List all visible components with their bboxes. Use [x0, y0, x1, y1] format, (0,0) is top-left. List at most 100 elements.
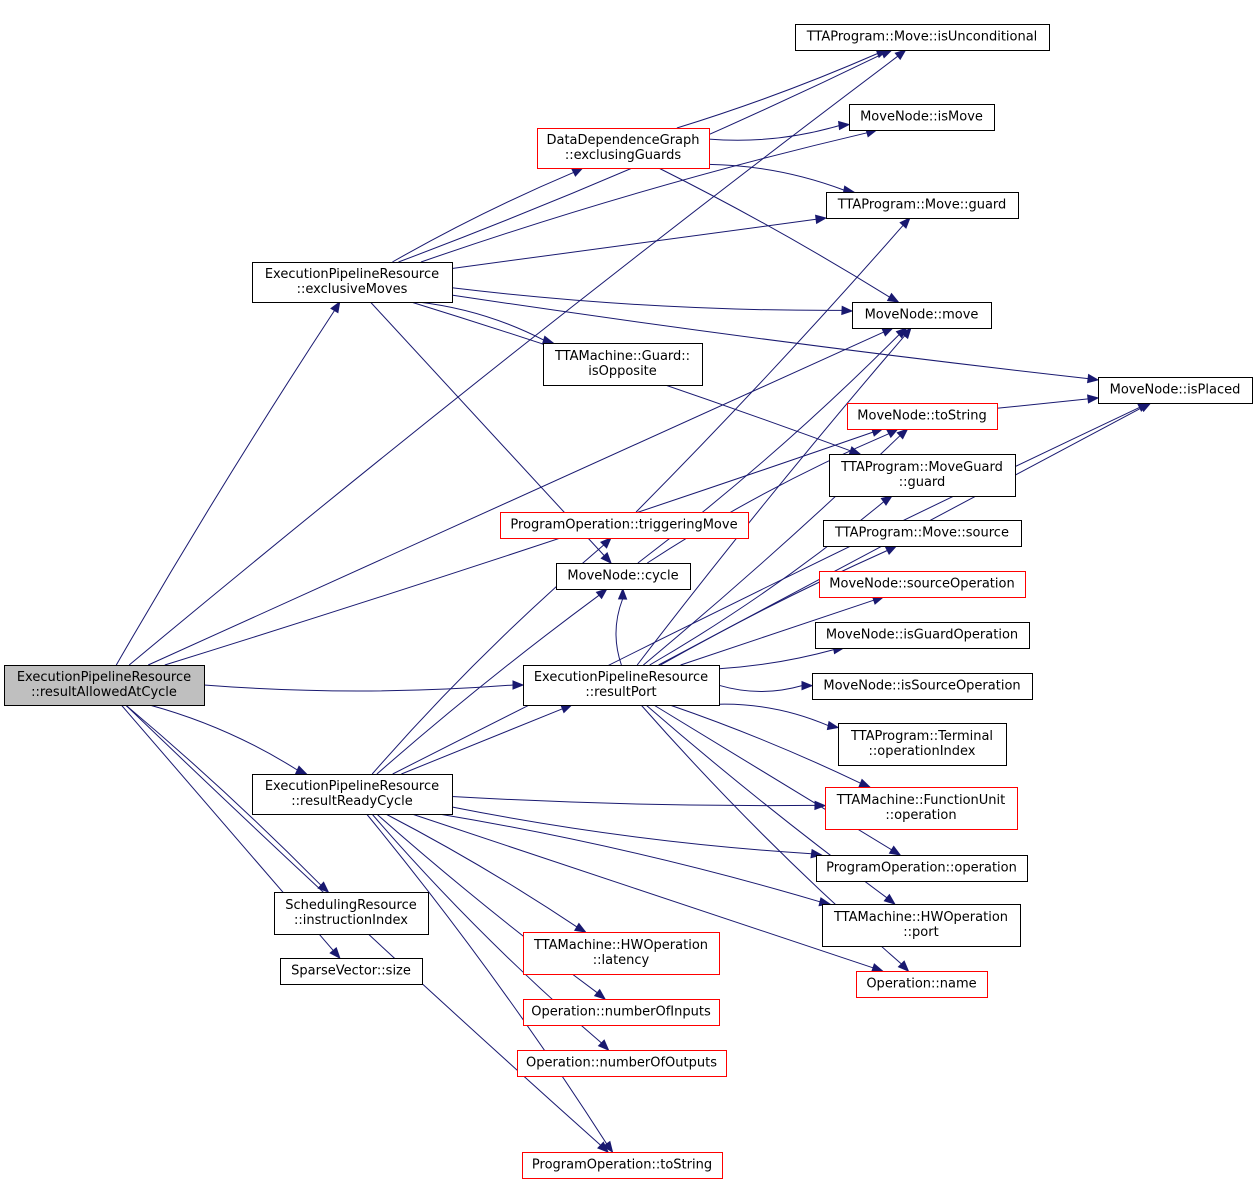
node-label-resultReadyCycle-line-2: ::resultReadyCycle — [291, 794, 412, 809]
node-label-mgGuard-line-1: TTAProgram::MoveGuard — [840, 460, 1003, 475]
arrowhead-resultReadyCycle-to-numInputs — [593, 988, 607, 1000]
node-label-operationIndex-line-1: TTAProgram::Terminal — [850, 729, 993, 744]
node-mnMove[interactable]: MoveNode::move — [852, 302, 992, 329]
node-box-triggeringMove — [500, 512, 749, 539]
arrowhead-root-to-mnMove — [881, 327, 895, 337]
node-poOperation[interactable]: ProgramOperation::operation — [816, 855, 1028, 882]
node-isSourceOperation[interactable]: MoveNode::isSourceOperation — [812, 673, 1033, 700]
edge-triggeringMove-to-moveGuard — [635, 224, 904, 513]
node-box-isUnconditional — [795, 24, 1050, 51]
arrowhead-root-to-instructionIndex — [317, 881, 330, 893]
node-box-moveGuard — [826, 192, 1019, 219]
edge-resultPort-to-fuOperation — [669, 704, 861, 784]
node-box-numInputs — [523, 999, 720, 1026]
node-instructionIndex[interactable]: SchedulingResource::instructionIndex — [274, 892, 429, 935]
node-isGuardOperation[interactable]: MoveNode::isGuardOperation — [815, 622, 1030, 649]
node-box-isOpposite — [543, 343, 703, 386]
node-sourceOperation[interactable]: MoveNode::sourceOperation — [819, 571, 1026, 598]
edge-root-to-mnMove — [147, 331, 884, 666]
node-label-isOpposite-line-1: TTAMachine::Guard:: — [554, 349, 690, 364]
edge-exclusingGuards-to-isMove — [708, 125, 840, 141]
node-exclusingGuards[interactable]: DataDependenceGraph::exclusingGuards — [537, 128, 710, 169]
node-mnCycle[interactable]: MoveNode::cycle — [556, 563, 691, 590]
node-label-hwPort-line-2: ::port — [903, 925, 938, 940]
arrowhead-resultPort-to-mnMove — [900, 326, 912, 340]
node-label-instructionIndex-line-1: SchedulingResource — [285, 898, 416, 913]
edge-resultReadyCycle-to-opName — [411, 813, 874, 969]
node-label-mnMove-line-1: MoveNode::move — [865, 308, 979, 323]
edge-resultReadyCycle-to-isPlaced — [392, 406, 1140, 775]
node-label-isGuardOperation-line-1: MoveNode::isGuardOperation — [826, 628, 1018, 643]
edge-root-to-isUnconditional — [128, 55, 899, 666]
node-box-isSourceOperation — [812, 673, 1033, 700]
node-svSize[interactable]: SparseVector::size — [280, 958, 423, 985]
edge-resultPort-to-moveSource — [660, 550, 888, 666]
arrowhead-exclusiveMoves-to-isPlaced — [1087, 373, 1100, 384]
node-isMove[interactable]: MoveNode::isMove — [849, 104, 995, 131]
edge-mnCycle-to-mnToString — [647, 433, 890, 564]
node-isPlaced[interactable]: MoveNode::isPlaced — [1098, 377, 1253, 404]
node-label-isSourceOperation-line-1: MoveNode::isSourceOperation — [823, 679, 1020, 694]
node-poToString[interactable]: ProgramOperation::toString — [522, 1152, 723, 1179]
node-numOutputs[interactable]: Operation::numberOfOutputs — [517, 1050, 727, 1077]
node-resultPort[interactable]: ExecutionPipelineResource::resultPort — [523, 665, 720, 706]
node-box-exclusingGuards — [537, 128, 710, 169]
edge-resultPort-to-operationIndex — [718, 703, 829, 727]
arrowhead-resultPort-to-mnToString — [896, 428, 909, 440]
node-triggeringMove[interactable]: ProgramOperation::triggeringMove — [500, 512, 749, 539]
node-label-isOpposite-line-2: isOpposite — [588, 364, 657, 379]
node-isOpposite[interactable]: TTAMachine::Guard::isOpposite — [543, 343, 703, 386]
edge-root-to-resultReadyCycle — [149, 704, 298, 771]
node-resultReadyCycle[interactable]: ExecutionPipelineResource::resultReadyCy… — [252, 774, 453, 815]
node-moveSource[interactable]: TTAProgram::Move::source — [823, 520, 1022, 547]
node-hwLatency[interactable]: TTAMachine::HWOperation::latency — [523, 932, 720, 975]
node-fuOperation[interactable]: TTAMachine::FunctionUnit::operation — [825, 787, 1018, 830]
node-hwPort[interactable]: TTAMachine::HWOperation::port — [822, 904, 1021, 947]
node-label-fuOperation-line-2: ::operation — [885, 808, 956, 823]
node-label-sourceOperation-line-1: MoveNode::sourceOperation — [829, 577, 1014, 592]
node-label-poToString-line-1: ProgramOperation::toString — [532, 1158, 712, 1173]
arrowhead-resultPort-to-operationIndex — [826, 720, 840, 731]
edge-resultPort-to-mnMove — [636, 335, 905, 666]
node-box-resultPort — [523, 665, 720, 706]
edge-root-to-exclusiveMoves — [115, 310, 335, 666]
node-box-numOutputs — [517, 1050, 727, 1077]
arrowhead-resultPort-to-opName — [897, 960, 910, 972]
node-exclusiveMoves[interactable]: ExecutionPipelineResource::exclusiveMove… — [252, 262, 453, 303]
node-box-isMove — [849, 104, 995, 131]
node-label-hwPort-line-1: TTAMachine::HWOperation — [833, 910, 1008, 925]
node-label-operationIndex-line-2: ::operationIndex — [869, 744, 976, 759]
node-label-instructionIndex-line-2: ::instructionIndex — [294, 913, 408, 928]
edge-resultReadyCycle-to-poToString — [366, 813, 608, 1145]
arrowhead-resultReadyCycle-to-poToString — [602, 1140, 614, 1154]
edge-resultReadyCycle-to-fuOperation — [451, 796, 816, 807]
edge-resultReadyCycle-to-mnCycle — [376, 594, 600, 775]
node-mgGuard[interactable]: TTAProgram::MoveGuard::guard — [829, 454, 1016, 497]
node-opName[interactable]: Operation::name — [856, 971, 988, 998]
edge-resultReadyCycle-to-hwPort — [438, 813, 821, 903]
node-mnToString[interactable]: MoveNode::toString — [847, 403, 998, 430]
node-box-instructionIndex — [274, 892, 429, 935]
arrowhead-triggeringMove-to-moveGuard — [899, 217, 911, 229]
node-operationIndex[interactable]: TTAProgram::Terminal::operationIndex — [838, 723, 1007, 766]
node-label-isPlaced-line-1: MoveNode::isPlaced — [1110, 383, 1241, 398]
arrowhead-exclusiveMoves-to-isOpposite — [541, 335, 555, 345]
arrowhead-root-to-svSize — [329, 946, 341, 960]
arrowhead-resultReadyCycle-to-numOutputs — [597, 1039, 610, 1051]
arrowhead-exclusiveMoves-to-mnCycle — [600, 552, 612, 564]
node-box-isGuardOperation — [815, 622, 1030, 649]
node-box-hwPort — [822, 904, 1021, 947]
node-isUnconditional[interactable]: TTAProgram::Move::isUnconditional — [795, 24, 1050, 51]
node-label-exclusiveMoves-line-2: ::exclusiveMoves — [297, 282, 408, 297]
node-moveGuard[interactable]: TTAProgram::Move::guard — [826, 192, 1019, 219]
arrowhead-resultPort-to-mgGuard — [880, 495, 893, 506]
arrowhead-resultReadyCycle-to-opName — [871, 963, 884, 973]
edge-exclusiveMoves-to-moveGuard — [451, 218, 817, 269]
node-box-mnToString — [847, 403, 998, 430]
arrowhead-resultPort-to-isSourceOperation — [801, 680, 814, 691]
arrowhead-resultReadyCycle-to-fuOperation — [814, 800, 827, 811]
arrowhead-mnCycle-to-mnToString — [886, 428, 899, 439]
edge-mnToString-to-isPlaced — [996, 398, 1089, 409]
node-label-fuOperation-line-1: TTAMachine::FunctionUnit — [836, 793, 1005, 808]
node-numInputs[interactable]: Operation::numberOfInputs — [523, 999, 720, 1026]
